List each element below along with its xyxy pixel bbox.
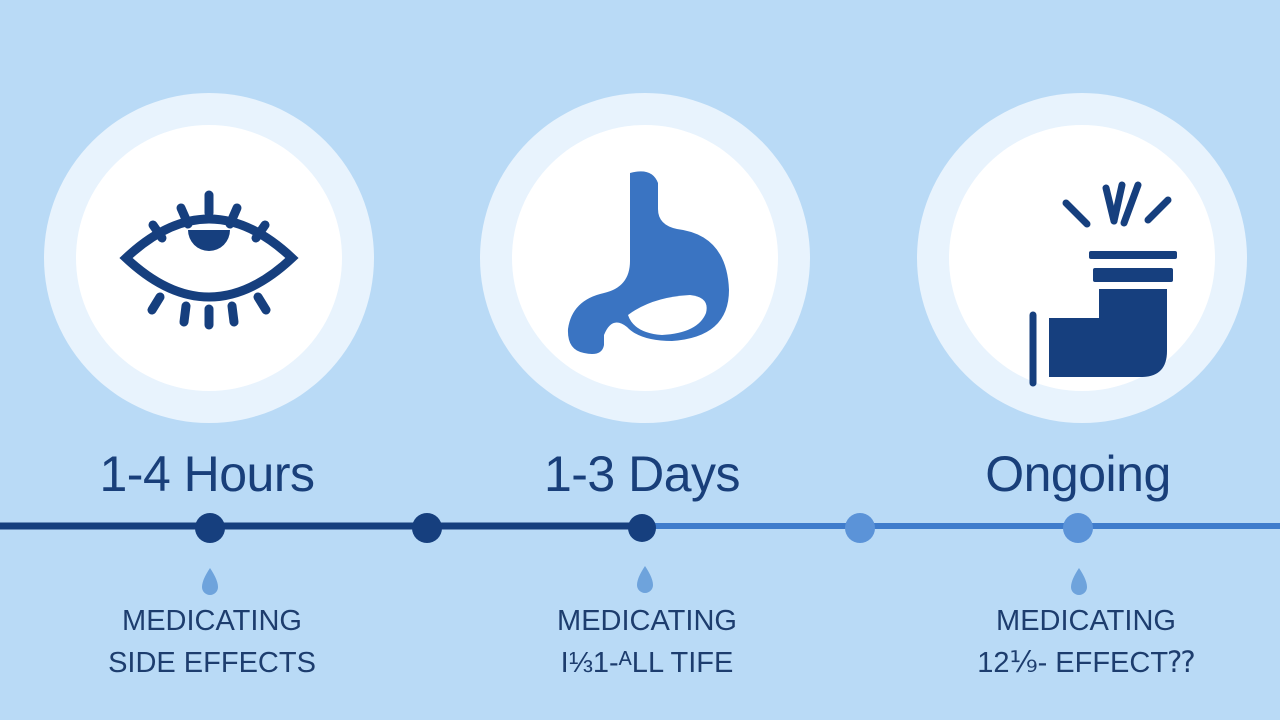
stage-3-circle [917,93,1247,423]
stage-1-title: 1-4 Hours [99,446,315,502]
timeline-node [1063,513,1093,543]
caption-line: 12⅑- EFFECT⁇ [977,647,1195,679]
drop-icon [1071,568,1087,595]
stomach-icon [567,171,729,354]
eye-icon [119,190,299,330]
stage-1-caption: MEDICATING SIDE EFFECTS [62,600,362,684]
joint-pain-icon [1029,181,1177,387]
caption-line: MEDICATING [557,605,737,637]
stage-2-caption: MEDICATING I⅓1-ᴬLL TIFE [497,600,797,684]
caption-line: I⅓1-ᴬLL TIFE [560,647,734,679]
stage-2-title: 1-3 Days [543,446,741,502]
timeline-node [195,513,225,543]
timeline-node [412,513,442,543]
caption-line: MEDICATING [122,605,302,637]
drop-icon [202,568,218,595]
timeline-node [845,513,875,543]
stage-2-circle [480,93,810,423]
caption-line: SIDE EFFECTS [108,647,316,679]
drop-icon [637,566,653,593]
caption-line: MEDICATING [996,605,1176,637]
timeline-node [628,514,656,542]
stage-3-caption: MEDICATING 12⅑- EFFECT⁇ [936,600,1236,684]
stage-3-title: Ongoing [985,446,1171,502]
stage-1-circle [44,93,374,423]
